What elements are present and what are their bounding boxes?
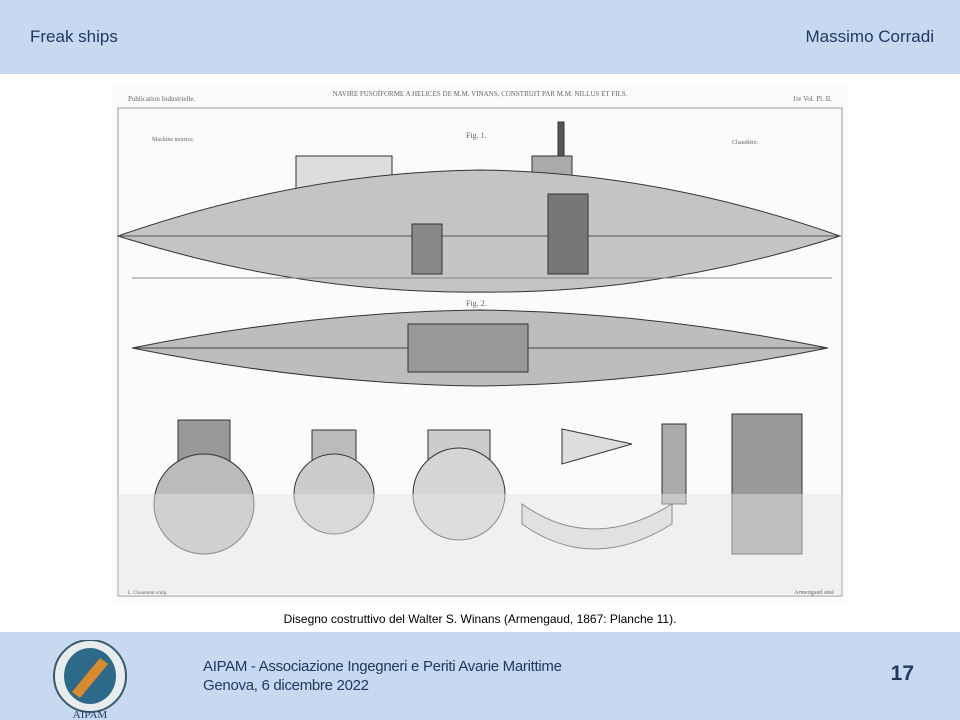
- page-number: 17: [890, 662, 914, 685]
- organization-name: AIPAM - Associazione Ingegneri e Periti …: [203, 658, 562, 675]
- slide-title: Freak ships: [30, 27, 118, 46]
- machine-label: Machine motrice.: [152, 137, 195, 143]
- figure-caption: Disegno costruttivo del Walter S. Winans…: [283, 612, 677, 626]
- drawing-volume-label: 1re Vol. Pl. II.: [793, 95, 833, 103]
- author-credit: Armengaud ainé: [794, 590, 834, 596]
- fig1-label: Fig. 1.: [466, 131, 487, 140]
- ship-technical-drawing: Publication Industrielle. NAVIRE FUSOÏFO…: [112, 84, 848, 606]
- logo-text: AIPAM: [73, 709, 108, 720]
- ship-side-view: [116, 121, 842, 293]
- ship-plan-view: [131, 309, 829, 387]
- footer-organization: AIPAM - Associazione Ingegneri e Periti …: [203, 657, 562, 695]
- drawing-publication-label: Publication Industrielle.: [128, 95, 196, 103]
- drawing-title: NAVIRE FUSOÏFORME A HELICES DE M.M. VINA…: [333, 90, 628, 98]
- slide-header: Freak ships Massimo Corradi: [0, 0, 960, 74]
- event-place-date: Genova, 6 dicembre 2022: [203, 677, 369, 694]
- author-name: Massimo Corradi: [805, 27, 934, 46]
- boiler-label: Chaudière.: [732, 140, 759, 146]
- engraver-credit: L. Chaumont sculp.: [128, 591, 167, 596]
- slide-footer: AIPAM AIPAM - Associazione Ingegneri e P…: [0, 632, 960, 720]
- fig2-label: Fig. 2.: [466, 299, 487, 308]
- aipam-logo: AIPAM: [53, 640, 127, 720]
